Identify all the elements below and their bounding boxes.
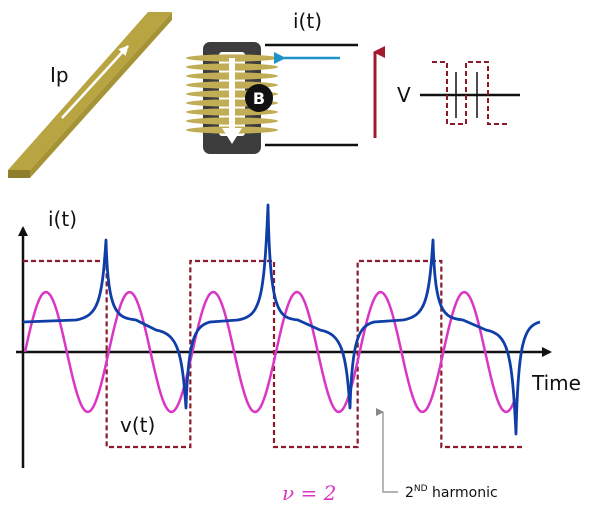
square-wave-series: [23, 259, 525, 449]
main-chart: i(t) Time v(t) ν = 2 2ND harmonic: [16, 203, 581, 505]
core-coil: B: [186, 42, 278, 154]
i-t-top-label: i(t): [293, 9, 322, 33]
busbar: [8, 12, 172, 178]
time-axis-label: Time: [531, 371, 581, 395]
core-flux-arrowhead-icon: [222, 128, 242, 144]
ip-label: Ip: [50, 63, 69, 87]
current-series: [22, 203, 541, 436]
b-field-marker: [245, 84, 273, 112]
i-t-axis-label: i(t): [48, 207, 77, 231]
harmonic-annotation: 2ND harmonic: [405, 484, 498, 501]
b-field-label: B: [253, 89, 265, 108]
current-arrow-icon: [61, 45, 129, 119]
v-t-axis-label: v(t): [120, 413, 155, 437]
nu-equation: ν = 2: [282, 481, 336, 505]
v-top-label: V: [397, 83, 411, 107]
harmonic-pointer: [376, 408, 398, 493]
small-square-wave: [432, 61, 510, 125]
harmonic-series: [23, 290, 517, 414]
